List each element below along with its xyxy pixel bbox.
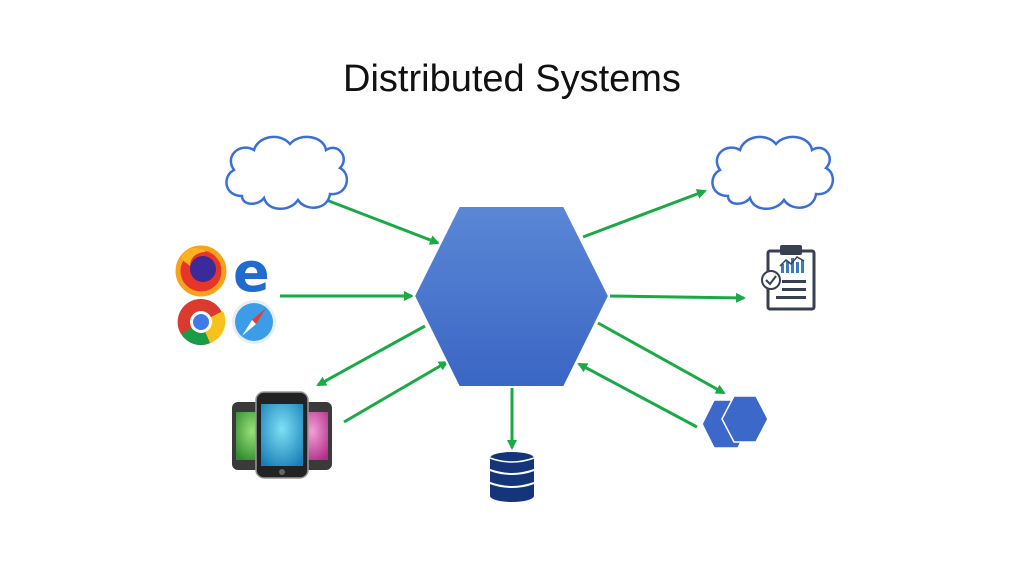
browsers-group: e — [175, 241, 276, 345]
database-icon — [489, 452, 535, 502]
hub-hexagon-icon — [412, 205, 611, 388]
edge-icon: e — [233, 241, 270, 304]
arrow-cloud-to-hub — [315, 194, 440, 245]
firefox-icon — [175, 245, 227, 297]
arrows — [280, 189, 746, 450]
arrow-phones-to-hub — [343, 360, 449, 424]
cloud-icon — [711, 135, 835, 210]
chrome-icon — [177, 298, 226, 345]
hexagon-pair-icon — [701, 395, 769, 449]
mobile-phones-icon — [232, 391, 332, 479]
safari-icon — [232, 300, 276, 344]
arrow-services-to-hub — [577, 362, 698, 429]
clipboard-chart-icon — [761, 245, 816, 311]
arrow-hub-to-services — [597, 321, 726, 395]
slide-title: Distributed Systems — [343, 58, 681, 100]
arrow-hub-to-cloud — [582, 189, 707, 239]
cloud-icon — [225, 135, 349, 210]
svg-text:e: e — [233, 241, 270, 304]
arrow-hub-to-report — [609, 292, 746, 303]
arrow-hub-to-phones — [316, 324, 426, 387]
